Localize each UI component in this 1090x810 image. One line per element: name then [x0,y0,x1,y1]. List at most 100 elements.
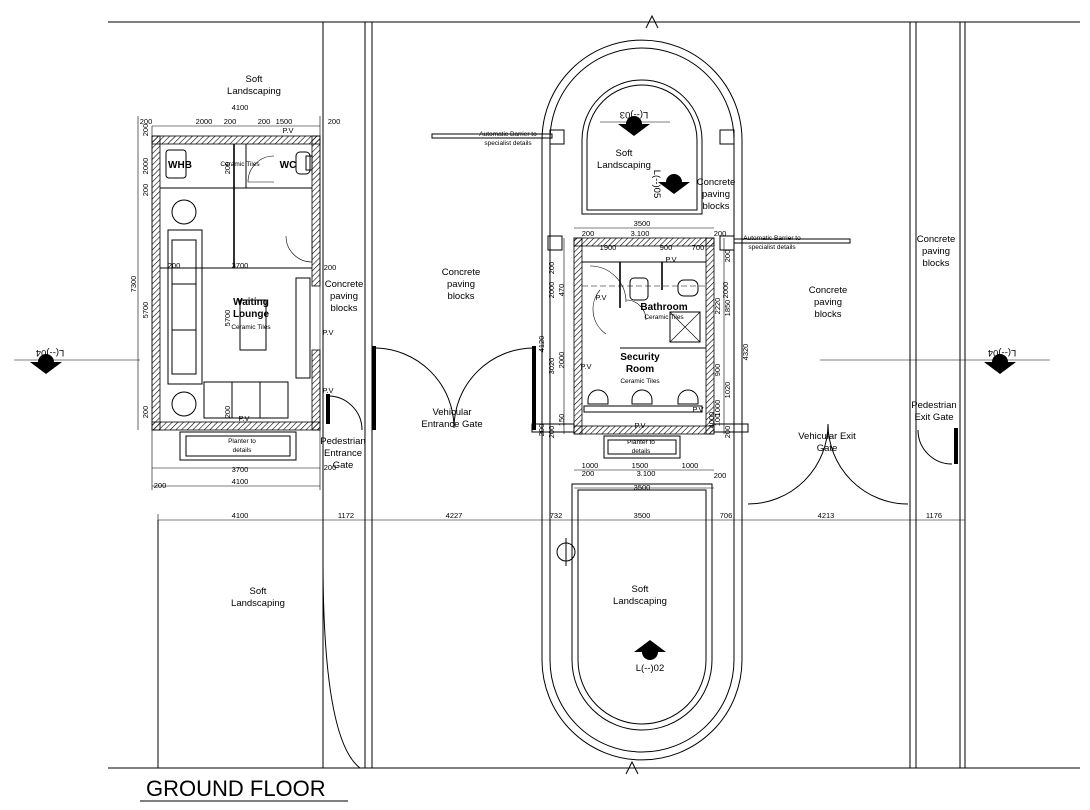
dim-sb-right-4320: 4320 [741,344,750,361]
waiting-lounge-tiles: Ceramic Tiles [231,324,271,331]
security-building-dimensions [563,227,725,489]
wc-label: WC [280,160,297,171]
section-mark-right-island [658,174,690,194]
pv-marker-4: P.V [595,293,606,302]
dim-sb-right-6: 200 [723,426,732,439]
dim-sb-bottom-inner-0: 1000 [582,461,599,470]
page-title: GROUND FLOOR [146,776,326,801]
dim-bottom-2: 4227 [446,511,463,520]
vehicular-exit-gate [747,423,909,505]
dim-sb-right-1: 2220 [713,298,722,315]
dim-sb-left-5: 150 [557,414,566,427]
section-mark-bottom-label: L(--)02 [636,663,665,674]
dim-lb-left-3: 5700 [141,302,150,319]
dim-lb-left-4: 200 [141,406,150,419]
site-boundary [108,14,1080,775]
section-mark-left-label: L(--)04 [36,347,65,358]
dim-sb-top-inner-2: 700 [692,243,705,252]
section-mark-top-label: L(--)03 [620,109,649,120]
pv-marker-6: P.V [665,255,676,264]
dim-bottom-3: 732 [550,511,563,520]
landscape-curve [322,559,361,769]
dim-lb-left-0: 200 [141,124,150,137]
dim-lb-top-2: 200 [224,117,237,126]
bathroom-tiles: Ceramic Tiles [644,314,684,321]
dim-lb-top-3: 200 [258,117,271,126]
dim-sb-right-5: 100 [713,414,722,427]
dim-sb-left-2: 470 [557,284,566,297]
dim-lb-bottom-3700: 3700 [232,465,249,474]
dim-bottom-1: 1172 [338,511,354,520]
vehicular-entrance-gate [372,346,536,430]
dim-sb-small-2000: 2000 [721,282,730,299]
dim-bottom-6: 4213 [818,511,835,520]
pedestrian-exit-gate [917,428,958,465]
dim-bottom-7: 1176 [926,511,942,520]
dim-lb-top-1: 2000 [196,117,213,126]
dim-lb-top-overall: 4100 [232,103,249,112]
pv-marker-0: P.V [282,126,293,135]
security-room-tiles: Ceramic Tiles [620,378,660,385]
bathroom-label: Bathroom [640,302,687,313]
dim-sb-bottom-overall: 3500 [634,483,651,492]
dim-lb-inner-200-b: 200 [223,162,232,175]
dim-sb-left-4120: 4120 [537,336,546,353]
dim-sb-left-6: 200 [547,426,556,439]
security-building [531,237,749,459]
left-building-dimensions [137,116,321,490]
dim-sb-bottom-0: 200 [582,469,595,478]
dim-sb-top-0: 200 [582,229,595,238]
dim-sb-right-0: 200 [723,250,732,263]
section-mark-right-island-label: L(--)05 [651,170,662,199]
dim-sb-left-4: 2000 [557,352,566,369]
dim-lb-ledge-200: 200 [168,261,181,270]
pv-marker-5: P.V [580,362,591,371]
pv-marker-1: P.V [322,328,333,337]
dim-sb-small-1000: 1000 [713,400,722,417]
dim-sb-top-2: 200 [714,229,727,238]
dim-lb-bottom-4100: 4100 [232,477,249,486]
dim-sb-left-1: 2000 [547,282,556,299]
dim-sb-small-4000: 4000 [707,412,716,429]
section-mark-right [984,354,1016,374]
pv-marker-8: P.V [692,405,703,414]
dim-lb-overall-vertical: 7300 [129,276,138,293]
pv-marker-3: P.V [238,414,249,423]
dim-lb-bottom-200-left: 200 [154,481,167,490]
central-island [431,39,851,761]
dim-sb-bottom-1: 3.100 [637,469,656,478]
dim-sb-left-3: 3020 [547,358,556,375]
dim-sb-bottom-2: 200 [714,471,727,480]
dim-lb-left-2: 200 [141,184,150,197]
dim-lb-inner-3700: 3700 [232,261,249,270]
dim-sb-right-3: 900 [713,364,722,377]
dim-lb-top-0: 200 [140,117,153,126]
section-mark-right-label: L(--)04 [988,347,1017,358]
wc-tiles: Ceramic Tiles [220,161,260,168]
dim-sb-top-overall: 3500 [634,219,651,228]
dim-lb-top-5: 200 [328,117,341,126]
bottom-dimension-chain [157,514,966,526]
pv-marker-2: P.V [322,386,333,395]
dim-lb-inner-5700: 5700 [223,310,232,327]
